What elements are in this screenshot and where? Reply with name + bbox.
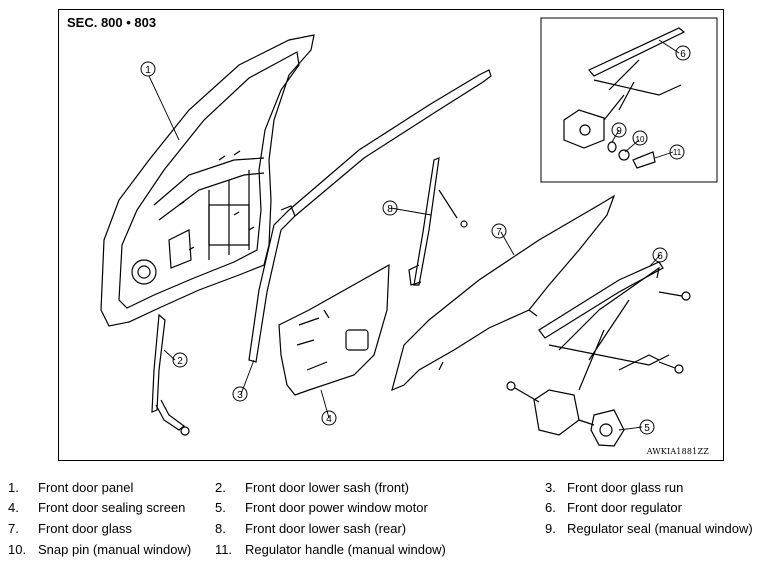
lower-sash-rear-drawing bbox=[408, 157, 468, 286]
motor-drawing bbox=[506, 381, 625, 447]
svg-text:5: 5 bbox=[644, 423, 650, 434]
inset-regulator-drawing bbox=[563, 27, 686, 169]
svg-text:3: 3 bbox=[237, 390, 243, 401]
svg-text:8: 8 bbox=[387, 204, 393, 215]
svg-text:11: 11 bbox=[673, 148, 682, 157]
diagram-frame: SEC. 800 • 803 AWKIA1881ZZ bbox=[58, 9, 724, 461]
regulator-drawing bbox=[538, 261, 691, 391]
lower-sash-front-drawing bbox=[151, 313, 190, 436]
svg-text:9: 9 bbox=[616, 126, 622, 137]
svg-text:4: 4 bbox=[326, 414, 332, 425]
leader-lines bbox=[148, 39, 680, 431]
callout-11: 11 bbox=[669, 144, 685, 160]
callout-6: 6 bbox=[652, 247, 668, 263]
glass-run-drawing bbox=[248, 69, 492, 363]
section-label: SEC. 800 • 803 bbox=[67, 15, 157, 30]
svg-text:6: 6 bbox=[657, 251, 663, 262]
door-exploded-diagram: 1 2 3 4 5 6 6 7 8 9 10 11 bbox=[100, 17, 718, 447]
callout-9: 9 bbox=[611, 122, 627, 138]
door-panel-drawing bbox=[100, 34, 315, 327]
svg-text:1: 1 bbox=[145, 65, 151, 76]
svg-text:6: 6 bbox=[680, 49, 686, 60]
callout-markers: 1 2 3 4 5 6 6 7 8 9 10 11 bbox=[140, 45, 691, 435]
callout-8: 8 bbox=[382, 200, 398, 216]
callout-6-inset: 6 bbox=[675, 45, 691, 61]
front-door-glass-drawing bbox=[391, 194, 616, 392]
sealing-screen-drawing bbox=[278, 263, 390, 396]
callout-3: 3 bbox=[232, 386, 248, 402]
svg-text:7: 7 bbox=[496, 227, 502, 238]
callout-5: 5 bbox=[639, 419, 655, 435]
callout-2: 2 bbox=[172, 352, 188, 368]
svg-text:10: 10 bbox=[636, 135, 645, 144]
manual-window-inset bbox=[540, 17, 718, 183]
image-code: AWKIA1881ZZ bbox=[646, 447, 709, 456]
callout-7: 7 bbox=[491, 223, 507, 239]
svg-text:2: 2 bbox=[177, 356, 183, 367]
callout-10: 10 bbox=[632, 130, 648, 146]
callout-4: 4 bbox=[321, 410, 337, 426]
callout-1: 1 bbox=[140, 61, 156, 77]
